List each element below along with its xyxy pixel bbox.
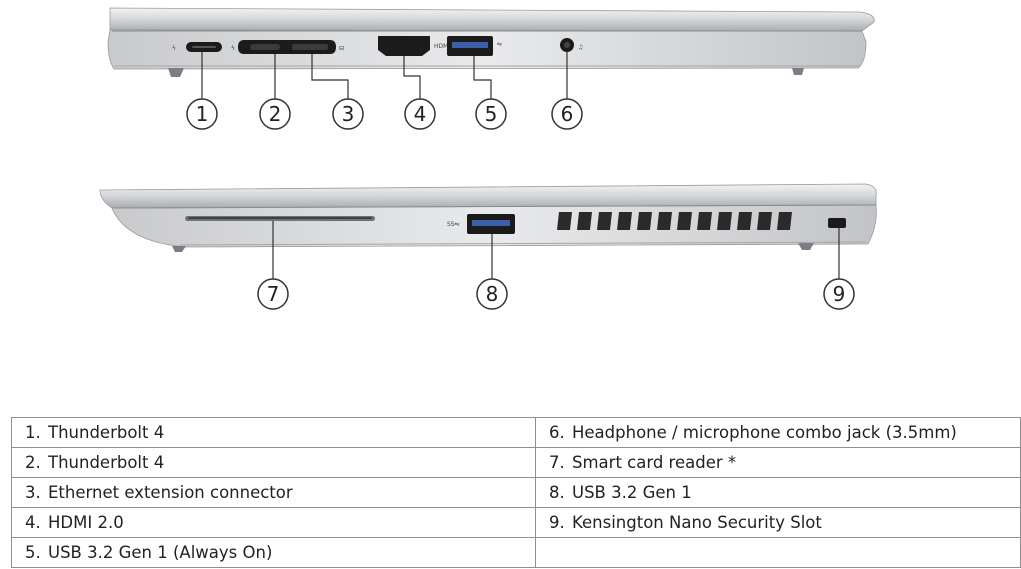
- svg-text:5: 5: [485, 102, 498, 126]
- port-8-usb-a: SS⇋: [447, 214, 515, 234]
- callout-lines-bottom: [272, 221, 840, 279]
- laptop-foot-right: [792, 68, 804, 75]
- legend-cell: 8. USB 3.2 Gen 1: [535, 477, 1021, 508]
- legend-label: Smart card reader *: [572, 453, 737, 472]
- table-row: 1. Thunderbolt 4 6. Headphone / microphone…: [11, 417, 1021, 448]
- table-row: 3. Ethernet extension connector 8. USB 3.2…: [11, 477, 1021, 508]
- port-7-smart-card-slot: [185, 216, 375, 221]
- ports-legend-table: 1. Thunderbolt 4 6. Headphone / microphone…: [11, 417, 1021, 568]
- callout-5: 5: [475, 98, 507, 130]
- legend-label: Ethernet extension connector: [48, 483, 293, 502]
- left-side-view: ϟ ϟ ⊟ HDMI ⇋ ♫: [107, 7, 875, 130]
- legend-number: 5.: [25, 543, 41, 562]
- callout-7: 7: [257, 278, 289, 310]
- legend-cell: 9. Kensington Nano Security Slot: [535, 507, 1021, 538]
- legend-cell: 5. USB 3.2 Gen 1 (Always On): [11, 537, 536, 568]
- legend-cell: 7. Smart card reader *: [535, 447, 1021, 478]
- table-row: 2. Thunderbolt 4 7. Smart card reader *: [11, 447, 1021, 478]
- svg-text:4: 4: [414, 102, 427, 126]
- port-4-hdmi: HDMI: [378, 36, 450, 56]
- legend-number: 9.: [549, 513, 565, 532]
- svg-text:7: 7: [267, 282, 280, 306]
- legend-number: 7.: [549, 453, 565, 472]
- legend-label: Headphone / microphone combo jack (3.5mm…: [572, 423, 957, 442]
- svg-text:8: 8: [486, 282, 499, 306]
- svg-text:1: 1: [196, 102, 209, 126]
- port-1-thunderbolt: ϟ: [172, 42, 222, 52]
- port-9-kensington-slot: [828, 218, 846, 228]
- callout-4: 4: [404, 98, 436, 130]
- laptop-foot-left: [168, 68, 184, 77]
- svg-text:3: 3: [342, 102, 355, 126]
- legend-cell: 1. Thunderbolt 4: [11, 417, 536, 448]
- legend-number: 8.: [549, 483, 565, 502]
- table-row: 4. HDMI 2.0 9. Kensington Nano Security Sl…: [11, 507, 1021, 538]
- legend-label: HDMI 2.0: [48, 513, 124, 532]
- legend-number: 1.: [25, 423, 41, 442]
- legend-number: 6.: [549, 423, 565, 442]
- callout-9: 9: [823, 278, 855, 310]
- port-2-3-group: ϟ ⊟: [231, 40, 344, 54]
- callouts-top: 1 2 3 4 5 6: [186, 98, 583, 130]
- legend-label: Thunderbolt 4: [48, 423, 165, 442]
- legend-number: 2.: [25, 453, 41, 472]
- power-icon: ϟ: [172, 45, 176, 52]
- callout-lines-top: [201, 52, 568, 99]
- svg-text:9: 9: [833, 282, 846, 306]
- thunderbolt-icon: ϟ: [231, 45, 235, 52]
- legend-number: 4.: [25, 513, 41, 532]
- callouts-bottom: 7 8 9: [257, 278, 855, 310]
- laptop-lid: [109, 7, 875, 32]
- cooling-vents: [557, 212, 792, 230]
- headset-icon: ♫: [578, 44, 583, 51]
- legend-label: Kensington Nano Security Slot: [572, 513, 822, 532]
- callout-1: 1: [186, 98, 218, 130]
- laptop-foot-left: [172, 246, 186, 252]
- callout-8: 8: [476, 278, 508, 310]
- port-6-audio-jack: ♫: [560, 38, 583, 52]
- usb-ss-icon: SS⇋: [447, 221, 460, 228]
- laptop-lid: [99, 183, 877, 209]
- usb-icon: ⇋: [497, 41, 502, 48]
- legend-label: USB 3.2 Gen 1: [572, 483, 692, 502]
- ethernet-icon: ⊟: [339, 45, 344, 52]
- legend-cell: 2. Thunderbolt 4: [11, 447, 536, 478]
- port-5-usb-a: ⇋: [447, 36, 502, 56]
- laptop-foot-right: [798, 243, 814, 250]
- callout-6: 6: [551, 98, 583, 130]
- callout-3: 3: [332, 98, 364, 130]
- legend-cell-empty: [535, 537, 1021, 568]
- legend-label: Thunderbolt 4: [48, 453, 165, 472]
- table-row: 5. USB 3.2 Gen 1 (Always On): [11, 537, 1021, 568]
- right-side-view: SS⇋: [99, 183, 877, 310]
- svg-text:6: 6: [561, 102, 574, 126]
- callout-2: 2: [259, 98, 291, 130]
- legend-cell: 6. Headphone / microphone combo jack (3.5…: [535, 417, 1021, 448]
- legend-cell: 4. HDMI 2.0: [11, 507, 536, 538]
- laptop-port-diagram: ϟ ϟ ⊟ HDMI ⇋ ♫: [99, 7, 877, 310]
- svg-text:2: 2: [269, 102, 282, 126]
- legend-number: 3.: [25, 483, 41, 502]
- legend-cell: 3. Ethernet extension connector: [11, 477, 536, 508]
- legend-label: USB 3.2 Gen 1 (Always On): [48, 543, 273, 562]
- hdmi-label: HDMI: [434, 43, 450, 50]
